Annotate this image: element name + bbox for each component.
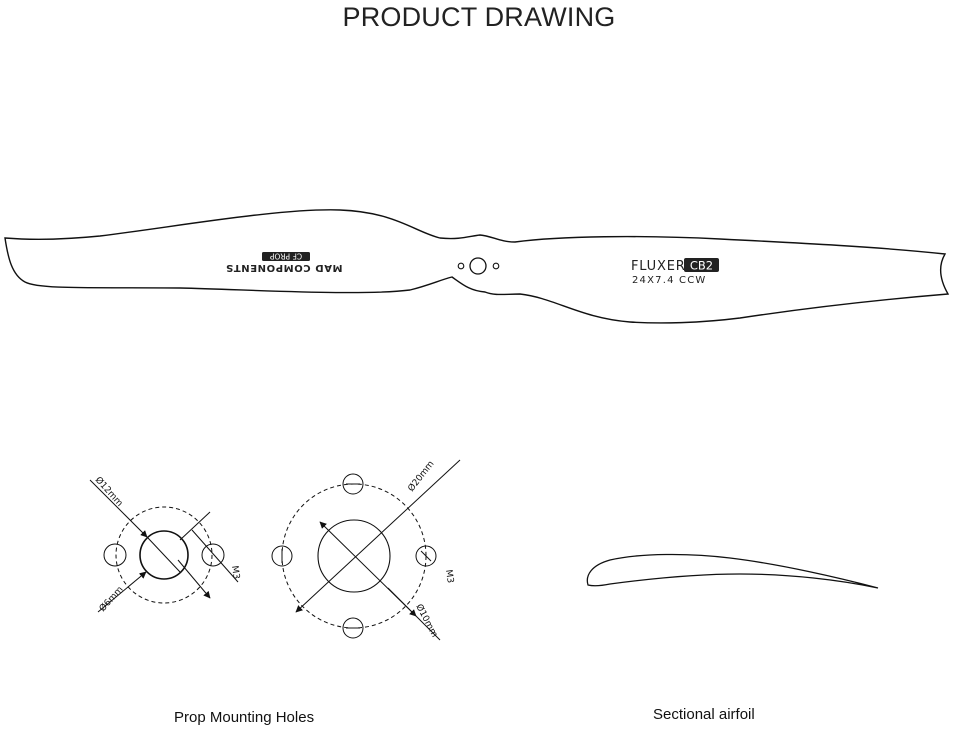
large-bolt-hole-bottom — [342, 617, 364, 639]
mounting-pattern-large: Ø20mm Ø10mm M3 — [271, 459, 461, 641]
large-bolt-circle-leader — [295, 459, 461, 613]
propeller-outline — [4, 209, 950, 324]
large-bolt-hole-top — [342, 473, 364, 495]
maker-label: MAD COMPONENTS CF PROP — [225, 252, 342, 274]
maker-badge: CF PROP — [269, 252, 302, 261]
small-bolt-leader-2 — [179, 511, 211, 541]
caption-airfoil: Sectional airfoil — [653, 706, 755, 723]
large-tick-right — [420, 550, 432, 562]
maker-name: MAD COMPONENTS — [225, 262, 342, 273]
small-bolt-leader — [177, 559, 211, 599]
small-bolt-hole-right — [201, 543, 225, 567]
hub-center-hole — [469, 257, 487, 275]
small-leader-lower — [97, 571, 147, 613]
small-m3-leader — [191, 529, 239, 583]
small-bolt-circle-label: Ø12mm — [93, 475, 125, 509]
brand-badge: CB2 — [690, 259, 713, 273]
large-bolt-hole-left — [271, 545, 293, 567]
small-center-hole — [139, 530, 189, 580]
mounting-pattern-small: Ø12mm Ø6mm M3 — [89, 475, 241, 614]
small-bolt-circle — [115, 506, 213, 604]
airfoil-section — [586, 553, 879, 589]
hub-side-hole-right — [492, 262, 500, 270]
small-leader-upper — [89, 479, 148, 538]
small-screw-label: M3 — [229, 565, 241, 580]
caption-mounting-holes: Prop Mounting Holes — [174, 709, 315, 726]
large-screw-label: M3 — [443, 569, 455, 584]
large-bolt-circle — [281, 483, 427, 629]
large-center-hole-label: Ø10mm — [413, 602, 440, 639]
maker-badge-box — [262, 252, 310, 261]
fluxer-label: FLUXER CB2 24X7.4 CCW — [631, 258, 719, 286]
small-bolt-hole-left — [103, 543, 127, 567]
page-title: PRODUCT DRAWING — [342, 2, 616, 32]
small-center-hole-label: Ø6mm — [97, 584, 125, 614]
model-code: 24X7.4 CCW — [632, 275, 707, 286]
brand-name: FLUXER — [631, 259, 686, 274]
hub-side-hole-left — [457, 262, 465, 270]
large-center-leader-ext — [387, 587, 441, 641]
small-center-dim-line — [147, 537, 181, 573]
brand-badge-box — [684, 258, 719, 272]
large-bolt-circle-label: Ø20mm — [406, 459, 437, 494]
